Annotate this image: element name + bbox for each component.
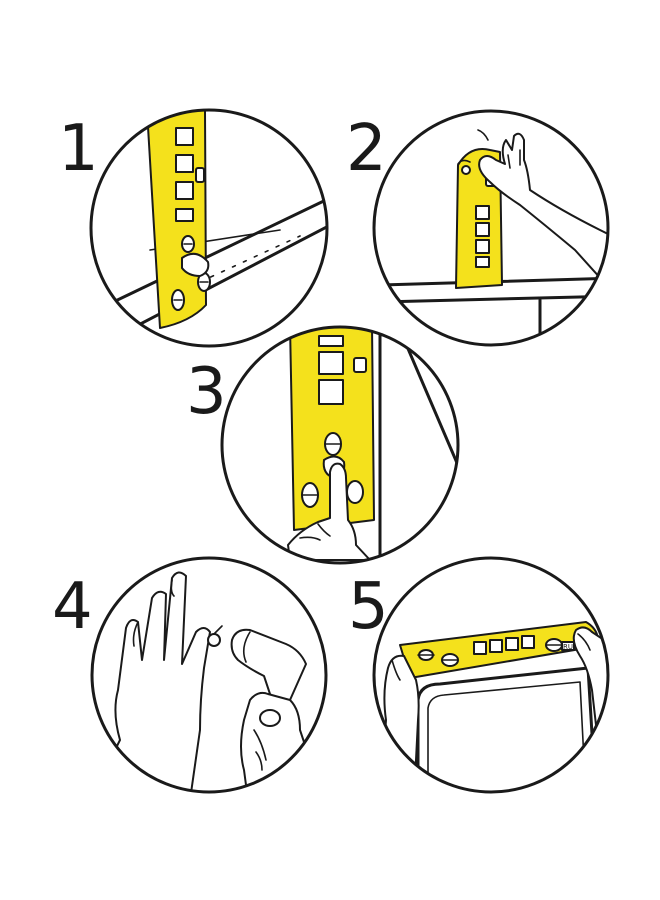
tool-window xyxy=(473,641,487,655)
tool-window xyxy=(489,639,503,653)
tool-window xyxy=(505,637,519,651)
step-4-circle xyxy=(90,556,328,794)
hand-pressing-pin xyxy=(287,462,371,561)
step-4-panel: 4 xyxy=(52,556,328,794)
tool-marking: RU xyxy=(563,643,573,651)
tool-window xyxy=(521,635,535,649)
tool-window xyxy=(175,154,194,173)
step-2-illustration xyxy=(378,129,608,342)
step-5-circle xyxy=(372,556,610,794)
step-3-panel: 3 xyxy=(186,325,460,565)
pin-hole xyxy=(346,480,364,504)
tool-slider xyxy=(353,357,367,373)
step-1-illustration xyxy=(91,110,327,346)
tool-window xyxy=(318,351,344,375)
step-4-number: 4 xyxy=(52,570,93,644)
pin-hole xyxy=(461,165,471,175)
tool-window xyxy=(318,379,344,405)
hand-right xyxy=(478,132,608,301)
thumb xyxy=(259,709,281,727)
tool-window xyxy=(175,181,194,200)
tool-window xyxy=(175,127,194,146)
step-3-number: 3 xyxy=(186,355,227,429)
hand-holding-nail xyxy=(92,571,211,792)
tool-window xyxy=(475,239,490,254)
tool-window xyxy=(475,256,490,268)
tool-window xyxy=(175,208,194,222)
tool-window xyxy=(475,205,490,220)
step-2-circle xyxy=(372,109,610,347)
step-5-illustration: RU xyxy=(379,621,608,792)
pin-icon xyxy=(181,252,210,277)
tool-label-box xyxy=(561,641,575,651)
step-1-number: 1 xyxy=(58,112,99,186)
step-2-number: 2 xyxy=(346,112,387,186)
step-3-circle xyxy=(220,325,460,565)
tool-slider xyxy=(195,167,205,183)
door-installation-tool xyxy=(289,327,375,531)
step-2-panel: 2 xyxy=(346,109,610,347)
tool-window xyxy=(318,335,344,347)
nail-icon xyxy=(207,633,221,647)
hammer-icon xyxy=(230,628,307,703)
step-5-panel: 5 RU xyxy=(348,556,610,794)
tool-window xyxy=(475,222,490,237)
step-1-panel: 1 xyxy=(58,108,329,348)
step-4-illustration xyxy=(92,571,321,792)
step-3-illustration xyxy=(287,327,458,562)
step-1-circle xyxy=(89,108,329,348)
